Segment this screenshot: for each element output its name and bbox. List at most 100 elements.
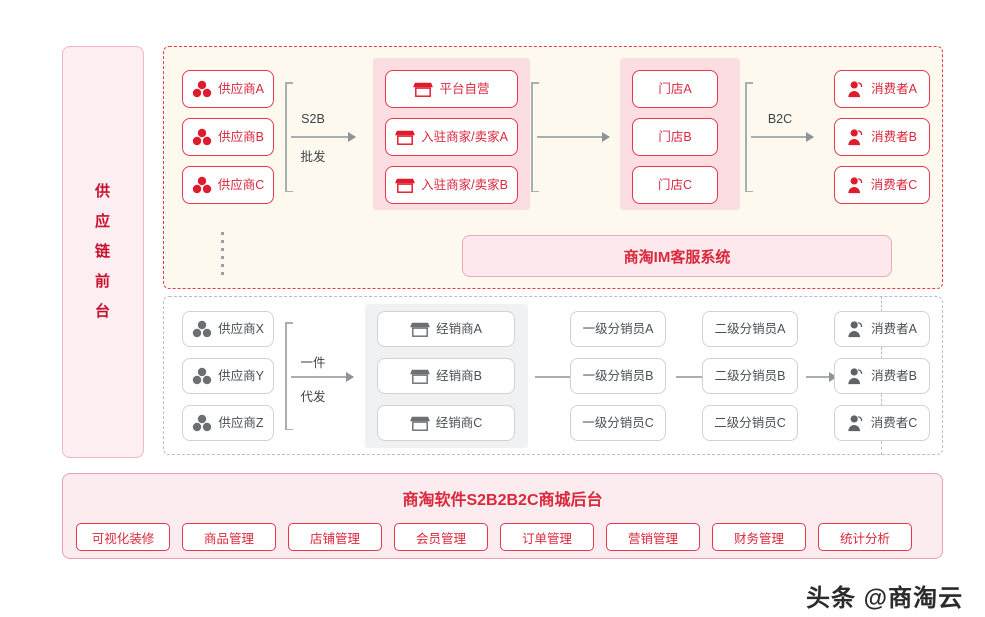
node-level2-distributor-b[interactable]: 二级分销员B [702, 358, 798, 394]
node-label: 二级分销员B [714, 368, 786, 383]
node-label: 消费者C [870, 177, 918, 192]
connector-label-s2b: S2B [301, 112, 325, 126]
button-label: 会员管理 [415, 531, 466, 546]
backend-button-order-management[interactable]: 订单管理 [500, 523, 594, 551]
shop-icon [413, 80, 434, 98]
node-store-b[interactable]: 门店B [632, 118, 718, 156]
supplier-cluster-icon [192, 320, 212, 338]
node-consumer-c-bottom[interactable]: 消费者C [834, 405, 930, 441]
node-label: 供应商A [218, 81, 264, 96]
node-dealer-c[interactable]: 经销商C [377, 405, 515, 441]
supplier-cluster-icon [192, 367, 212, 385]
node-label: 平台自营 [439, 81, 490, 96]
button-label: 商品管理 [203, 531, 254, 546]
shop-icon [410, 367, 430, 385]
supplier-group-bracket [285, 82, 293, 192]
shop-icon [395, 176, 415, 194]
node-level2-distributor-a[interactable]: 二级分销员A [702, 311, 798, 347]
backend-button-product-management[interactable]: 商品管理 [182, 523, 276, 551]
button-label: 统计分析 [839, 531, 890, 546]
node-label: 二级分销员C [714, 415, 786, 430]
node-label: 消费者B [871, 129, 917, 144]
node-label: 供应商C [217, 177, 265, 192]
arrow-supplier-to-merchant [291, 133, 356, 141]
im-customer-service-bar[interactable]: 商淘IM客服系统 [462, 235, 892, 277]
node-consumer-a-top[interactable]: 消费者A [834, 70, 930, 108]
backend-button-visual-decoration[interactable]: 可视化装修 [76, 523, 170, 551]
node-supplier-b[interactable]: 供应商B [182, 118, 274, 156]
node-label: 供应商B [218, 129, 264, 144]
ellipsis-separator [221, 232, 224, 275]
node-label: 门店C [657, 177, 693, 192]
node-dealer-b[interactable]: 经销商B [377, 358, 515, 394]
node-label: 入驻商家/卖家A [421, 129, 508, 144]
button-label: 订单管理 [521, 531, 572, 546]
arrow-level2-to-consumer [806, 373, 837, 381]
consumer-icon [847, 414, 865, 432]
consumer-dash-link-1 [881, 347, 882, 359]
node-label: 供应商X [218, 321, 264, 336]
node-supplier-y[interactable]: 供应商Y [182, 358, 274, 394]
node-level2-distributor-c[interactable]: 二级分销员C [702, 405, 798, 441]
store-group-bracket [745, 82, 753, 192]
node-consumer-a-bottom[interactable]: 消费者A [834, 311, 930, 347]
node-label: 消费者B [871, 368, 917, 383]
im-bar-label: 商淘IM客服系统 [623, 248, 731, 266]
button-label: 店铺管理 [309, 531, 360, 546]
node-consumer-b-bottom[interactable]: 消费者B [834, 358, 930, 394]
button-label: 财务管理 [733, 531, 784, 546]
consumer-icon [847, 176, 865, 194]
banner-vertical-text: 供应链前台 [94, 183, 111, 320]
shop-icon [395, 128, 415, 146]
node-level1-distributor-a[interactable]: 一级分销员A [570, 311, 666, 347]
button-label: 可视化装修 [91, 531, 155, 546]
supplier-group-bracket-bottom [285, 322, 293, 430]
backend-button-store-management[interactable]: 店铺管理 [288, 523, 382, 551]
button-label: 营销管理 [627, 531, 678, 546]
supplier-cluster-icon [192, 414, 212, 432]
watermark: 头条 @商淘云 [806, 585, 964, 612]
backend-button-member-management[interactable]: 会员管理 [394, 523, 488, 551]
node-consumer-b-top[interactable]: 消费者B [834, 118, 930, 156]
node-store-c[interactable]: 门店C [632, 166, 718, 204]
node-supplier-z[interactable]: 供应商Z [182, 405, 274, 441]
node-dealer-a[interactable]: 经销商A [377, 311, 515, 347]
node-consumer-c-top[interactable]: 消费者C [834, 166, 930, 204]
supplier-cluster-icon [192, 176, 212, 194]
node-store-a[interactable]: 门店A [632, 70, 718, 108]
shop-icon [409, 414, 430, 432]
node-label: 经销商B [436, 368, 482, 383]
node-merchant-seller-b[interactable]: 入驻商家/卖家B [385, 166, 518, 204]
consumer-dash-link-top [881, 296, 882, 312]
consumer-icon [847, 80, 865, 98]
node-label: 消费者C [870, 415, 918, 430]
node-label: 供应商Z [218, 415, 264, 430]
node-supplier-x[interactable]: 供应商X [182, 311, 274, 347]
arrow-supplier-to-dealer [291, 373, 354, 381]
consumer-icon [847, 128, 865, 146]
consumer-dash-link-2 [881, 394, 882, 406]
node-level1-distributor-c[interactable]: 一级分销员C [570, 405, 666, 441]
node-label: 二级分销员A [714, 321, 786, 336]
node-label: 门店A [658, 81, 692, 96]
node-label: 门店B [658, 129, 692, 144]
node-level1-distributor-b[interactable]: 一级分销员B [570, 358, 666, 394]
backend-button-marketing-management[interactable]: 营销管理 [606, 523, 700, 551]
node-label: 一级分销员B [582, 368, 654, 383]
consumer-icon [847, 320, 865, 338]
node-supplier-a[interactable]: 供应商A [182, 70, 274, 108]
supply-chain-frontend-banner: 供应链前台 [62, 46, 144, 458]
node-merchant-seller-a[interactable]: 入驻商家/卖家A [385, 118, 518, 156]
node-label: 经销商C [435, 415, 483, 430]
node-supplier-c[interactable]: 供应商C [182, 166, 274, 204]
supplier-cluster-icon [192, 80, 212, 98]
node-platform-self-operated[interactable]: 平台自营 [385, 70, 518, 108]
backend-button-finance-management[interactable]: 财务管理 [712, 523, 806, 551]
node-label: 经销商A [436, 321, 482, 336]
connector-label-wholesale: 批发 [300, 150, 326, 164]
node-label: 入驻商家/卖家B [421, 177, 508, 192]
node-label: 消费者A [871, 321, 917, 336]
merchant-group-bracket [531, 82, 539, 192]
arrow-store-to-consumer [751, 133, 814, 141]
backend-button-statistics-analysis[interactable]: 统计分析 [818, 523, 912, 551]
